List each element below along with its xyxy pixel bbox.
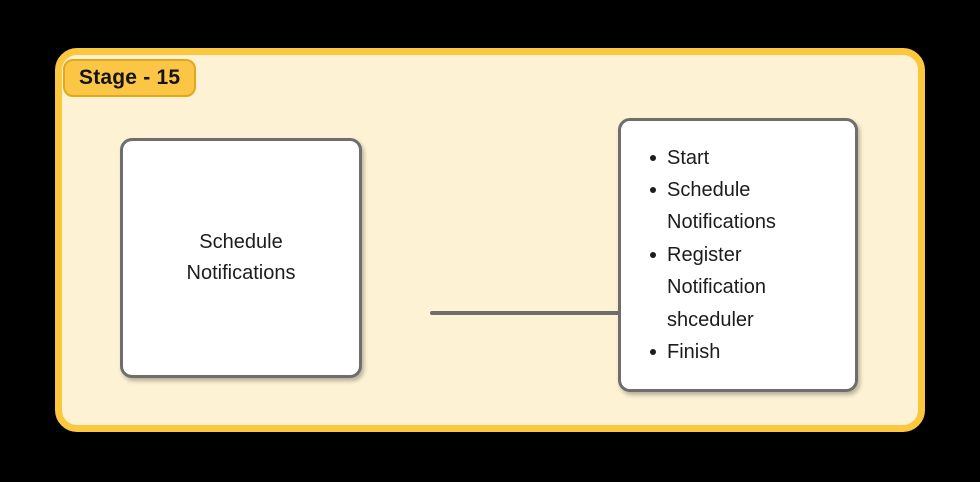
stage-badge: Stage - 15 xyxy=(63,59,197,97)
list-item: Start xyxy=(650,142,845,174)
stage-badge-label: Stage - 15 xyxy=(79,66,181,89)
steps-list: Start Schedule Notifications Register No… xyxy=(621,142,855,369)
list-item: Finish xyxy=(650,336,845,368)
list-item: Schedule Notifications xyxy=(650,174,845,239)
process-box-steps-list[interactable]: Start Schedule Notifications Register No… xyxy=(618,118,858,392)
list-item: Register Notification shceduler xyxy=(650,239,845,336)
process-box-label: Schedule Notifications xyxy=(186,231,296,284)
process-box-schedule-notifications[interactable]: Schedule Notifications xyxy=(120,138,362,378)
